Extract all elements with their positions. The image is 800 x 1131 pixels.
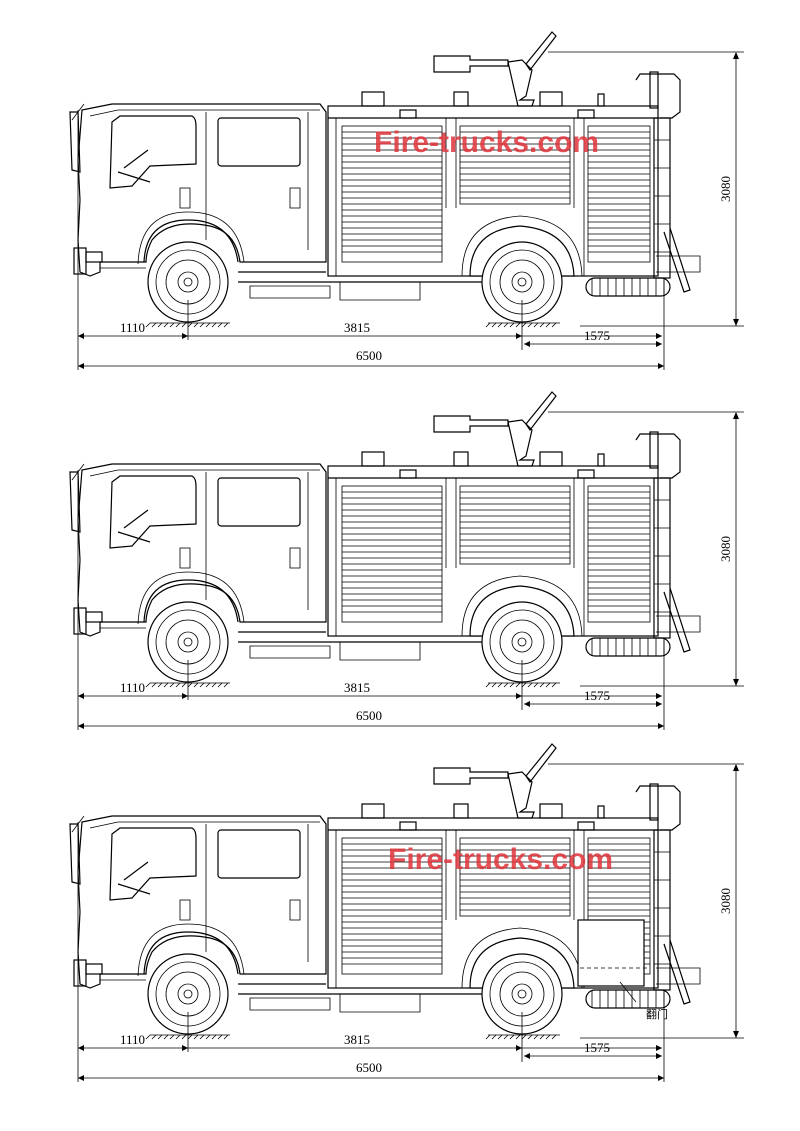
- arrow-a2-2: [182, 693, 188, 699]
- arrow-a3-1: [516, 333, 522, 339]
- arrow-h-bottom-2: [733, 679, 739, 686]
- dim-height-2: 3080: [718, 536, 733, 562]
- arrow-h-top-3: [733, 764, 739, 771]
- arrow-a4-2: [656, 693, 662, 699]
- arrow-a3-2: [516, 693, 522, 699]
- arrow-a1-1: [78, 333, 84, 339]
- dim-rear-overhang-3: 1575: [584, 1040, 610, 1055]
- dim-wheelbase-1: 3815: [344, 320, 370, 335]
- arrow-r1-1: [524, 341, 530, 347]
- dim-height-1: 3080: [718, 176, 733, 202]
- arrow-a3-3: [516, 1045, 522, 1051]
- arrow-r2-1: [656, 341, 662, 347]
- dim-total-length-2: 6500: [356, 708, 382, 723]
- arrow-a2-3: [182, 1045, 188, 1051]
- arrow-a4-1: [656, 333, 662, 339]
- arrow-a4-3: [656, 1045, 662, 1051]
- arrow-h-bottom-1: [733, 319, 739, 326]
- arrow-h-bottom-3: [733, 1031, 739, 1038]
- dim-front-overhang-3: 1110: [120, 1032, 145, 1047]
- watermark-top: Fire-trucks.com: [374, 126, 599, 159]
- side-door-note: 翻门: [646, 1007, 668, 1021]
- arrow-t2-3: [658, 1075, 664, 1081]
- truck-side-view-3: [69, 743, 701, 1040]
- arrow-r1-3: [524, 1053, 530, 1059]
- arrow-r2-2: [656, 701, 662, 707]
- arrow-t1-2: [78, 723, 84, 729]
- arrow-r1-2: [524, 701, 530, 707]
- dim-total-length-3: 6500: [356, 1060, 382, 1075]
- arrow-t2-2: [658, 723, 664, 729]
- watermark-bottom: Fire-trucks.com: [388, 843, 613, 876]
- dim-wheelbase-3: 3815: [344, 1032, 370, 1047]
- dim-rear-overhang-1: 1575: [584, 328, 610, 343]
- dim-front-overhang-2: 1110: [120, 680, 145, 695]
- arrow-r2-3: [656, 1053, 662, 1059]
- dim-rear-overhang-2: 1575: [584, 688, 610, 703]
- arrow-a1-3: [78, 1045, 84, 1051]
- dim-wheelbase-2: 3815: [344, 680, 370, 695]
- dim-front-overhang-1: 1110: [120, 320, 145, 335]
- arrow-t1-3: [78, 1075, 84, 1081]
- arrow-t2-1: [658, 363, 664, 369]
- arrow-h-top-1: [733, 52, 739, 59]
- dim-height-3: 3080: [718, 888, 733, 914]
- dimension-layer: [77, 51, 744, 1082]
- arrow-t1-1: [78, 363, 84, 369]
- arrow-a1-2: [78, 693, 84, 699]
- arrow-a2-1: [182, 333, 188, 339]
- dim-total-length-1: 6500: [356, 348, 382, 363]
- arrow-h-top-2: [733, 412, 739, 419]
